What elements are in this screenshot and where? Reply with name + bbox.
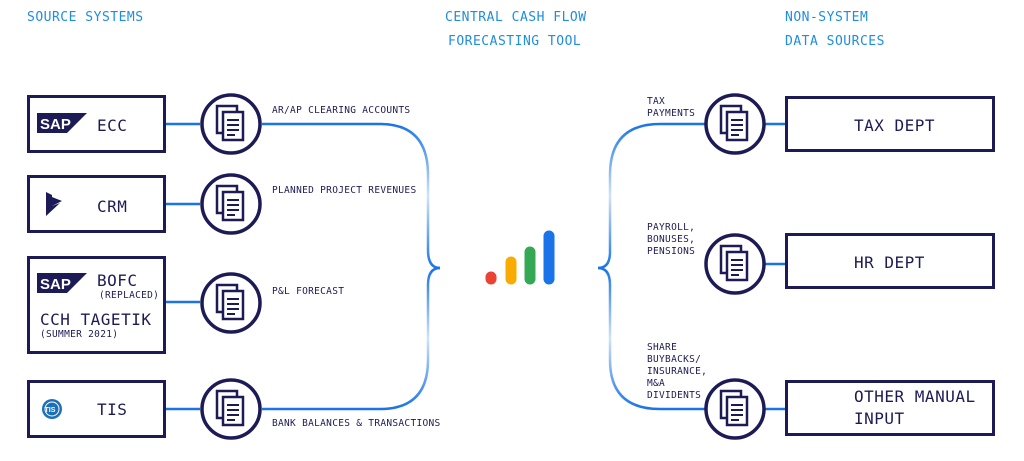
dept-box-other [785,380,995,436]
source-sub-summer: (SUMMER 2021) [40,329,119,340]
connector-label-arap: AR/AP CLEARING ACCOUNTS [272,105,411,116]
dept-label-hr: HR DEPT [854,253,925,272]
sap-logo-icon: SAP [37,273,87,293]
source-box-bofc [27,256,166,354]
svg-text:SAP: SAP [40,116,71,133]
document-stack-icon [200,93,262,155]
document-stack-icon [200,272,262,334]
dept-box-tax [785,96,995,152]
connector-label-planned: PLANNED PROJECT REVENUES [272,185,417,196]
dept-label-other-line2: INPUT [854,409,905,428]
sap-logo-icon: SAP [37,113,87,133]
document-stack-icon [200,173,262,235]
connector-label-share: SHARE BUYBACKS/ INSURANCE, M&A DIVIDENTS [647,342,708,401]
document-stack-icon [704,378,766,440]
central-chart-logo-icon [485,230,555,285]
source-label-tagetik: CCH TAGETIK [40,310,152,329]
connector-label-tax: TAX PAYMENTS [647,96,696,119]
connector-label-bank: BANK BALANCES & TRANSACTIONS [272,418,441,429]
source-label-ecc: ECC [97,116,128,135]
header-source-systems: SOURCE SYSTEMS [27,10,144,25]
dept-label-tax: TAX DEPT [854,116,936,135]
header-central-line1: CENTRAL CASH FLOW [445,10,587,25]
source-label-crm: CRM [97,197,128,216]
source-label-bofc: BOFC [97,271,138,290]
dept-label-other: OTHER MANUAL [854,387,976,406]
source-label-tis: TIS [97,400,128,419]
svg-text:TIS: TIS [45,407,56,414]
header-non-system-line2: DATA SOURCES [785,34,885,49]
left-lines [165,122,441,411]
header-central-line2: FORECASTING TOOL [448,34,582,49]
connector-label-pl: P&L FORECAST [272,286,345,297]
svg-text:SAP: SAP [40,276,71,293]
connector-label-payroll: PAYROLL, BONUSES, PENSIONS [647,222,696,257]
document-stack-icon [704,93,766,155]
document-stack-icon [200,378,262,440]
source-sub-replaced: (REPLACED) [99,290,160,301]
dept-box-hr [785,233,995,289]
header-non-system-line1: NON-SYSTEM [785,10,869,25]
document-stack-icon [704,233,766,295]
dynamics-logo-icon [46,192,62,216]
right-lines [597,122,787,411]
tis-logo-icon: TIS [42,399,62,419]
